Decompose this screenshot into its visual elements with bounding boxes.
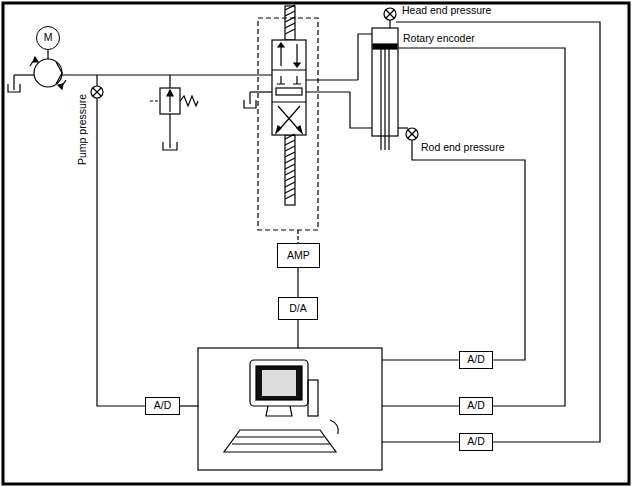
rod-pressure-sensor (398, 128, 525, 360)
hatch-stroke (285, 5, 295, 10)
signal-label: Rod end pressure (420, 142, 505, 154)
converter-box: A/D (145, 397, 180, 415)
valve-rod-hatch (285, 5, 295, 199)
hatch-stroke (285, 164, 295, 169)
node-text: A/D (154, 400, 172, 412)
node-text: A/D (467, 400, 485, 412)
amplifier-box: AMP (277, 243, 320, 268)
node-text: D/A (289, 303, 307, 315)
hatch-stroke (285, 29, 295, 34)
hatch-stroke (285, 182, 295, 187)
da-wire (297, 320, 298, 348)
node-text: A/D (467, 436, 485, 448)
motor-circle: M (36, 26, 60, 50)
converter-box: A/D (459, 397, 493, 415)
hatch-stroke (285, 170, 295, 175)
node-text: AMP (287, 250, 310, 262)
converter-box: A/D (459, 433, 493, 451)
hatch-stroke (285, 188, 295, 193)
cylinder (350, 28, 398, 150)
converter-box: D/A (278, 297, 318, 320)
hatch-stroke (285, 158, 295, 163)
node-text: A/D (467, 354, 485, 366)
computer (180, 348, 459, 470)
head-pressure-sensor (384, 8, 600, 442)
command-wire (297, 230, 298, 243)
encoder-wire (398, 48, 565, 406)
hatch-stroke (285, 134, 295, 139)
pump-symbol (30, 50, 66, 89)
signal-label: Rotary encoder (402, 33, 476, 45)
hatch-stroke (285, 11, 295, 16)
node-text: M (44, 32, 53, 44)
pressure-line (8, 75, 272, 92)
signal-label: Head end pressure (401, 5, 492, 17)
hatch-stroke (285, 17, 295, 22)
converter-box: A/D (459, 351, 493, 369)
servo-valve (244, 6, 358, 230)
hatch-stroke (285, 146, 295, 151)
hatch-stroke (285, 194, 295, 199)
hatch-stroke (285, 23, 295, 28)
hatch-stroke (285, 176, 295, 181)
hatch-stroke (285, 140, 295, 145)
frame (3, 3, 629, 484)
signal-wire (297, 268, 298, 297)
pump-pressure-sensor (91, 75, 145, 406)
relief-valve (150, 75, 198, 150)
signal-label: Pump pressure (77, 93, 89, 166)
hatch-stroke (285, 152, 295, 157)
